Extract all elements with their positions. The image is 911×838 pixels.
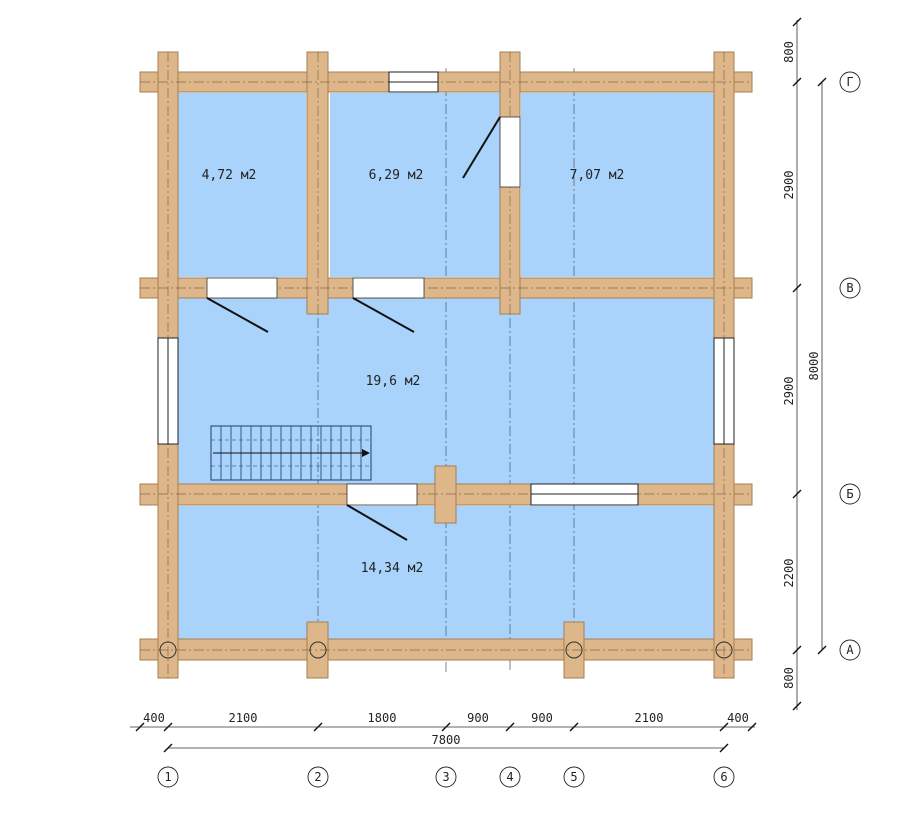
doors [206,116,521,541]
room-area-5: 14,34 м2 [361,561,424,576]
axis-row-a: А [846,643,854,657]
axis-col-5: 5 [570,770,577,784]
dim-v-4: 2200 [782,559,796,588]
dim-total-height: 8000 [807,352,821,381]
floor-top-left [178,93,306,277]
row-axes: Г В Б А [839,71,861,661]
axis-col-6: 6 [720,770,727,784]
room-area-2: 6,29 м2 [369,168,424,183]
axis-row-v: В [846,281,853,295]
dim-v-5: 800 [782,667,796,689]
room-area-4: 19,6 м2 [366,374,421,389]
door-opening-1 [206,277,278,299]
door-leaf-1 [206,297,269,333]
axis-row-g: Г [846,75,853,89]
room-area-1: 4,72 м2 [202,168,257,183]
door-leaf-4 [346,504,408,541]
axis-col-1: 1 [164,770,171,784]
column-axes: 1 2 3 4 5 6 [157,766,735,788]
windows [157,71,735,506]
axis-row-b: Б [846,487,853,501]
axis-col-2: 2 [314,770,321,784]
room-area-3: 7,07 м2 [570,168,625,183]
horizontal-dimensions: 400 2100 1800 900 900 2100 400 7800 [130,711,757,753]
floor-top-middle [330,93,500,277]
dim-v-2: 2900 [782,171,796,200]
dim-v-3: 2900 [782,377,796,406]
dim-h-2: 2100 [229,711,258,725]
floor-top-right [521,93,714,277]
log-ends [159,641,733,659]
dim-h-5: 900 [531,711,553,725]
dim-h-3: 1800 [368,711,397,725]
axis-col-3: 3 [442,770,449,784]
door-leaf-2 [352,297,415,333]
room-labels: 4,72 м2 6,29 м2 7,07 м2 19,6 м2 14,34 м2 [202,168,625,576]
vertical-dimensions: 800 2900 2900 2200 800 8000 [782,17,827,711]
door-opening-2 [352,277,425,299]
axis-col-4: 4 [506,770,513,784]
stairs [210,425,372,481]
dim-h-6: 2100 [635,711,664,725]
dim-h-1: 400 [143,711,165,725]
dim-total-width: 7800 [432,733,461,747]
door-opening-3 [499,116,521,188]
door-leaf-3 [462,116,501,179]
dim-v-1: 800 [782,41,796,63]
wall-row-a [139,638,753,661]
wall-col-2 [306,51,329,315]
post-center [434,465,457,524]
dim-h-4: 900 [467,711,489,725]
door-opening-4 [346,483,418,506]
dim-h-7: 400 [727,711,749,725]
